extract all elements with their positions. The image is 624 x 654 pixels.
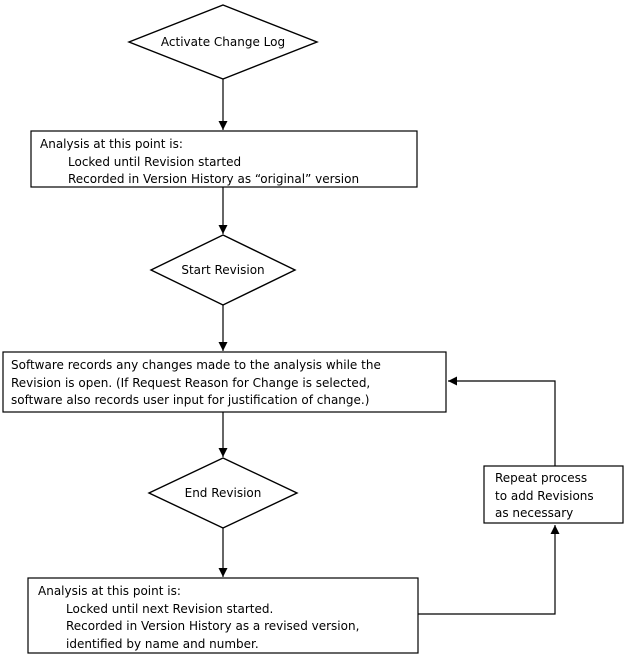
text-line: Recorded in Version History as a revised… <box>66 619 360 633</box>
connector-repeat-to-software <box>448 376 556 466</box>
text-line: identified by name and number. <box>66 636 259 651</box>
process-analysis-revised-text: Analysis at this point is: Locked until … <box>38 583 359 653</box>
text-line: Repeat process <box>495 471 588 485</box>
process-analysis-original-text: Analysis at this point is: Locked until … <box>40 136 359 189</box>
connector-analysis2-to-repeat <box>418 525 560 615</box>
text-line: software also records user input for jus… <box>11 393 370 407</box>
decision-activate-change-log-label: Activate Change Log <box>160 35 286 49</box>
decision-end-revision-label: End Revision <box>184 486 262 500</box>
text-line: Recorded in Version History as “original… <box>68 172 360 186</box>
process-software-records-shape <box>2 351 447 413</box>
process-repeat-shape <box>483 465 624 524</box>
process-analysis-original-shape <box>30 130 418 188</box>
decision-start-revision-label: Start Revision <box>181 263 265 277</box>
process-repeat-text: Repeat process to add Revisions as neces… <box>495 470 594 523</box>
text-line: as necessary <box>495 506 574 520</box>
text-line: Analysis at this point is: <box>40 137 183 151</box>
text-line: Software records any changes made to the… <box>11 358 381 372</box>
text-line: to add Revisions <box>495 488 594 503</box>
text-line: Revision is open. (If Request Reason for… <box>11 375 371 390</box>
text-line: Locked until next Revision started. <box>66 601 274 616</box>
text-line: Analysis at this point is: <box>38 584 181 598</box>
process-analysis-revised-shape <box>27 577 419 654</box>
process-software-records-text: Software records any changes made to the… <box>11 357 381 410</box>
text-line: Locked until Revision started <box>68 154 242 169</box>
